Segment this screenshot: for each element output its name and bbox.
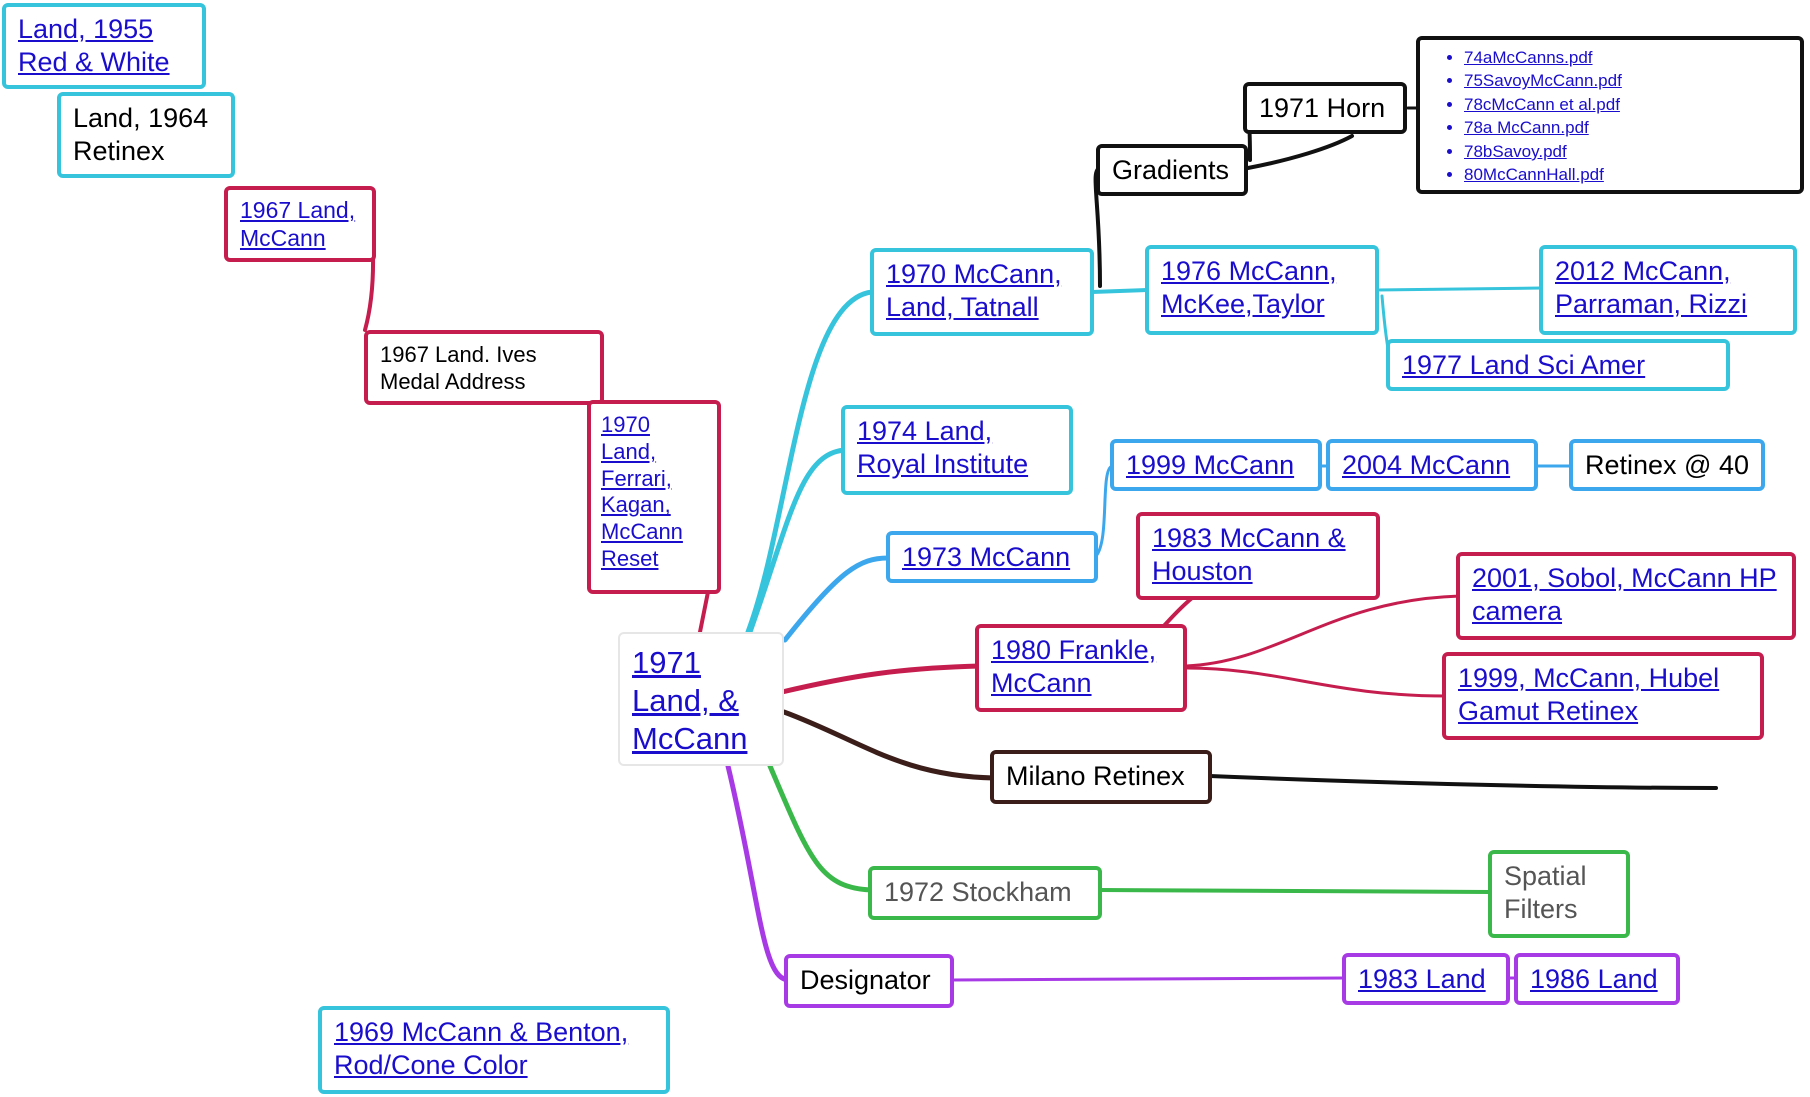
- node-mckee-1976-link[interactable]: 1976 McCann, McKee,Taylor: [1161, 256, 1337, 319]
- node-mccann-2004-link[interactable]: 2004 McCann: [1342, 450, 1511, 480]
- node-hubel-1999-link[interactable]: 1999, McCann, Hubel Gamut Retinex: [1458, 663, 1720, 726]
- node-mccann-2004[interactable]: 2004 McCann: [1326, 439, 1538, 491]
- file-link[interactable]: 78bSavoy.pdf: [1464, 141, 1567, 161]
- link-frankle-to-sobol: [1184, 594, 1462, 668]
- node-royal-1974-link[interactable]: 1974 Land, Royal Institute: [857, 416, 1029, 479]
- file-link[interactable]: 80McCannHall.pdf: [1464, 165, 1604, 185]
- node-retinex-40-label: Retinex @ 40: [1585, 450, 1749, 480]
- node-benton-1969-link[interactable]: 1969 McCann & Benton, Rod/Cone Color: [334, 1017, 629, 1080]
- node-stockham-1972: 1972 Stockham: [868, 866, 1102, 920]
- file-link[interactable]: 75SavoyMcCann.pdf: [1464, 71, 1622, 91]
- node-reset-1970[interactable]: 1970 Land, Ferrari, Kagan, McCann Reset: [587, 400, 721, 594]
- file-list-item: 74aMcCanns.pdf: [1464, 46, 1790, 69]
- node-tatnall-1970[interactable]: 1970 McCann, Land, Tatnall: [870, 248, 1094, 336]
- node-houston-1983[interactable]: 1983 McCann & Houston: [1136, 512, 1380, 600]
- file-link[interactable]: 78a McCann.pdf: [1464, 118, 1589, 138]
- file-list-item: 78a McCann.pdf: [1464, 116, 1790, 139]
- link-gradients-to-horn: [1246, 134, 1354, 170]
- node-mccann-1999-link[interactable]: 1999 McCann: [1126, 450, 1295, 480]
- link-reset-to-root: [698, 590, 710, 634]
- node-ives-1967: 1967 Land. Ives Medal Address: [364, 330, 604, 405]
- node-tatnall-1970-link[interactable]: 1970 McCann, Land, Tatnall: [886, 259, 1062, 322]
- link-milano-tail: [1208, 774, 1718, 790]
- node-land-1986-link[interactable]: 1986 Land: [1530, 964, 1658, 994]
- file-list-item: 75SavoyMcCann.pdf: [1464, 69, 1790, 92]
- link-root-to-tatnall: [745, 289, 875, 635]
- node-land-1964-label: Land, 1964 Retinex: [73, 103, 209, 166]
- link-root-to-royal: [747, 447, 849, 635]
- node-spatial-filters: Spatial Filters: [1488, 850, 1630, 938]
- link-root-to-frankle: [779, 663, 983, 695]
- file-list-item: 78cMcCann et al.pdf: [1464, 93, 1790, 116]
- node-land-1967-link[interactable]: 1967 Land, McCann: [240, 197, 356, 252]
- node-horn-1971: 1971 Horn: [1243, 82, 1407, 134]
- node-land-1983[interactable]: 1983 Land: [1342, 953, 1510, 1005]
- node-milano-retinex-label: Milano Retinex: [1006, 761, 1185, 791]
- node-milano-retinex: Milano Retinex: [990, 750, 1212, 804]
- node-frankle-1980-link[interactable]: 1980 Frankle, McCann: [991, 635, 1157, 698]
- link-root-to-stockham: [767, 763, 875, 893]
- node-stockham-1972-label: 1972 Stockham: [884, 877, 1072, 907]
- node-land-1955-link[interactable]: Land, 1955 Red & White: [18, 14, 170, 77]
- link-tatnall-to-mckee: [1090, 288, 1150, 294]
- file-list-item: 80McCannHall.pdf: [1464, 163, 1790, 186]
- node-royal-1974[interactable]: 1974 Land, Royal Institute: [841, 405, 1073, 495]
- node-spatial-filters-label: Spatial Filters: [1504, 861, 1587, 924]
- node-reset-1970-link[interactable]: 1970 Land, Ferrari, Kagan, McCann Reset: [601, 412, 683, 572]
- node-gradients: Gradients: [1096, 144, 1248, 196]
- link-root-to-1973: [782, 555, 891, 643]
- node-horn-1971-label: 1971 Horn: [1259, 93, 1386, 123]
- file-link[interactable]: 74aMcCanns.pdf: [1464, 48, 1593, 67]
- node-hubel-1999[interactable]: 1999, McCann, Hubel Gamut Retinex: [1442, 652, 1764, 740]
- link-mckee-to-parraman: [1374, 286, 1544, 292]
- node-designator: Designator: [784, 954, 954, 1008]
- root-node[interactable]: 1971 Land, & McCann: [618, 632, 784, 766]
- node-designator-label: Designator: [800, 965, 931, 995]
- node-sciamer-1977-link[interactable]: 1977 Land Sci Amer: [1402, 350, 1646, 380]
- root-node-link[interactable]: 1971 Land, & McCann: [632, 645, 748, 756]
- node-land-1964: Land, 1964 Retinex: [57, 92, 235, 178]
- node-parraman-2012-link[interactable]: 2012 McCann, Parraman, Rizzi: [1555, 256, 1748, 319]
- file-list: 74aMcCanns.pdf 75SavoyMcCann.pdf 78cMcCann…: [1448, 46, 1790, 187]
- node-retinex-40: Retinex @ 40: [1569, 439, 1765, 491]
- file-list-box: 74aMcCanns.pdf 75SavoyMcCann.pdf 78cMcCann…: [1416, 36, 1804, 194]
- node-frankle-1980[interactable]: 1980 Frankle, McCann: [975, 624, 1187, 712]
- node-houston-1983-link[interactable]: 1983 McCann & Houston: [1152, 523, 1346, 586]
- link-root-to-milano: [781, 709, 997, 781]
- node-mccann-1999[interactable]: 1999 McCann: [1110, 439, 1322, 491]
- file-link[interactable]: 78cMcCann et al.pdf: [1464, 94, 1620, 114]
- node-land-1955[interactable]: Land, 1955 Red & White: [2, 3, 206, 89]
- node-parraman-2012[interactable]: 2012 McCann, Parraman, Rizzi: [1539, 245, 1797, 335]
- node-sobol-2001-link[interactable]: 2001, Sobol, McCann HP camera: [1472, 563, 1777, 626]
- node-mccann-1973[interactable]: 1973 McCann: [886, 531, 1098, 583]
- link-1973-to-1999: [1094, 464, 1114, 558]
- file-list-item: 78bSavoy.pdf: [1464, 140, 1790, 163]
- link-frankle-to-hubel: [1184, 666, 1448, 698]
- link-designator-to-1983: [950, 976, 1346, 982]
- node-mccann-1973-link[interactable]: 1973 McCann: [902, 542, 1071, 572]
- node-benton-1969[interactable]: 1969 McCann & Benton, Rod/Cone Color: [318, 1006, 670, 1094]
- node-mckee-1976[interactable]: 1976 McCann, McKee,Taylor: [1145, 245, 1379, 335]
- node-ives-1967-label: 1967 Land. Ives Medal Address: [380, 342, 537, 394]
- node-gradients-label: Gradients: [1112, 155, 1230, 185]
- node-land-1986[interactable]: 1986 Land: [1514, 953, 1680, 1005]
- node-sobol-2001[interactable]: 2001, Sobol, McCann HP camera: [1456, 552, 1796, 640]
- link-root-to-designator: [725, 763, 791, 983]
- link-stockham-to-spatial: [1098, 888, 1492, 894]
- node-sciamer-1977[interactable]: 1977 Land Sci Amer: [1386, 339, 1730, 391]
- node-land-1983-link[interactable]: 1983 Land: [1358, 964, 1486, 994]
- node-land-1967[interactable]: 1967 Land, McCann: [224, 186, 376, 262]
